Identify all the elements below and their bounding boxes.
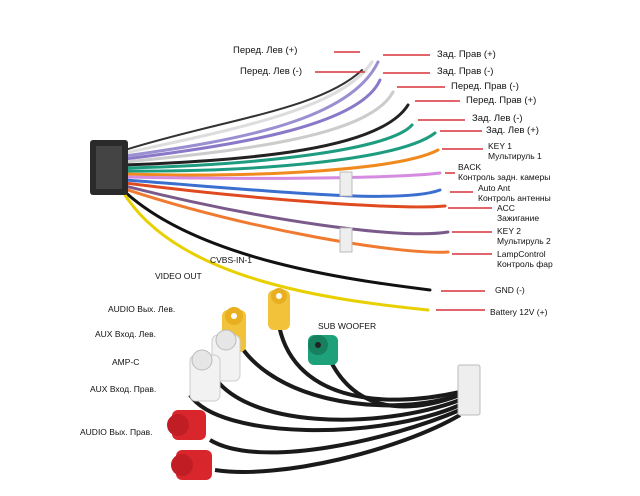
label-aux-in-left: AUX Вход. Лев. — [95, 329, 156, 339]
label-aux-in-right: AUX Вход. Прав. — [90, 384, 157, 394]
label-auto-ant-title: Auto Ant — [478, 183, 511, 193]
label-audio-out-left: AUDIO Вых. Лев. — [108, 304, 176, 314]
label-battery: Battery 12V (+) — [490, 307, 548, 317]
rca-plug-aux-in-right — [167, 410, 206, 440]
rca-plug-cvbs-in — [268, 288, 290, 330]
label-auto-ant-desc: Контроль антенны — [478, 192, 551, 203]
label-key2-desc: Мультируль 2 — [497, 235, 551, 246]
harness-wires — [123, 60, 450, 312]
label-key1-desc: Мультируль 1 — [488, 150, 542, 161]
label-front-left-plus: Перед. Лев (+) — [233, 45, 298, 56]
label-gnd: GND (-) — [495, 285, 525, 295]
label-subwoofer: SUB WOOFER — [318, 321, 377, 331]
main-connector — [90, 140, 128, 195]
rca-plug-aux-in-left — [189, 349, 221, 402]
label-front-right-plus: Перед. Прав (+) — [466, 95, 537, 106]
label-acc-title: ACC — [497, 203, 515, 213]
label-front-right-minus: Перед. Прав (-) — [451, 81, 519, 92]
label-rear-left-minus: Зад. Лев (-) — [472, 113, 523, 124]
rca-wires — [188, 319, 462, 474]
label-acc-desc: Зажигание — [497, 212, 540, 223]
label-audio-out-right: AUDIO Вых. Прав. — [80, 427, 153, 437]
rca-connector-block — [457, 364, 481, 416]
rca-plug-audio-out-right — [171, 450, 212, 480]
label-lamp-desc: Контроль фар — [497, 258, 553, 269]
rca-plug-audio-out-left — [211, 329, 241, 382]
label-front-left-minus: Перед. Лев (-) — [240, 66, 302, 77]
label-key1-title: KEY 1 — [488, 141, 512, 151]
label-back-title: BACK — [458, 162, 482, 172]
label-amp-c: AMP-C — [112, 357, 140, 367]
rca-plug-subwoofer — [308, 335, 338, 365]
label-rear-left-plus: Зад. Лев (+) — [486, 125, 539, 136]
label-lamp-title: LampControl — [497, 249, 546, 259]
label-key2-title: KEY 2 — [497, 226, 521, 236]
label-back-desc: Контроль задн. камеры — [458, 171, 551, 182]
label-rear-right-minus: Зад. Прав (-) — [437, 66, 494, 77]
label-cvbs-in: CVBS-IN-1 — [210, 255, 253, 265]
label-rear-right-plus: Зад. Прав (+) — [437, 49, 496, 60]
pointer-lines — [315, 51, 492, 311]
label-video-out: VIDEO OUT — [155, 271, 202, 281]
